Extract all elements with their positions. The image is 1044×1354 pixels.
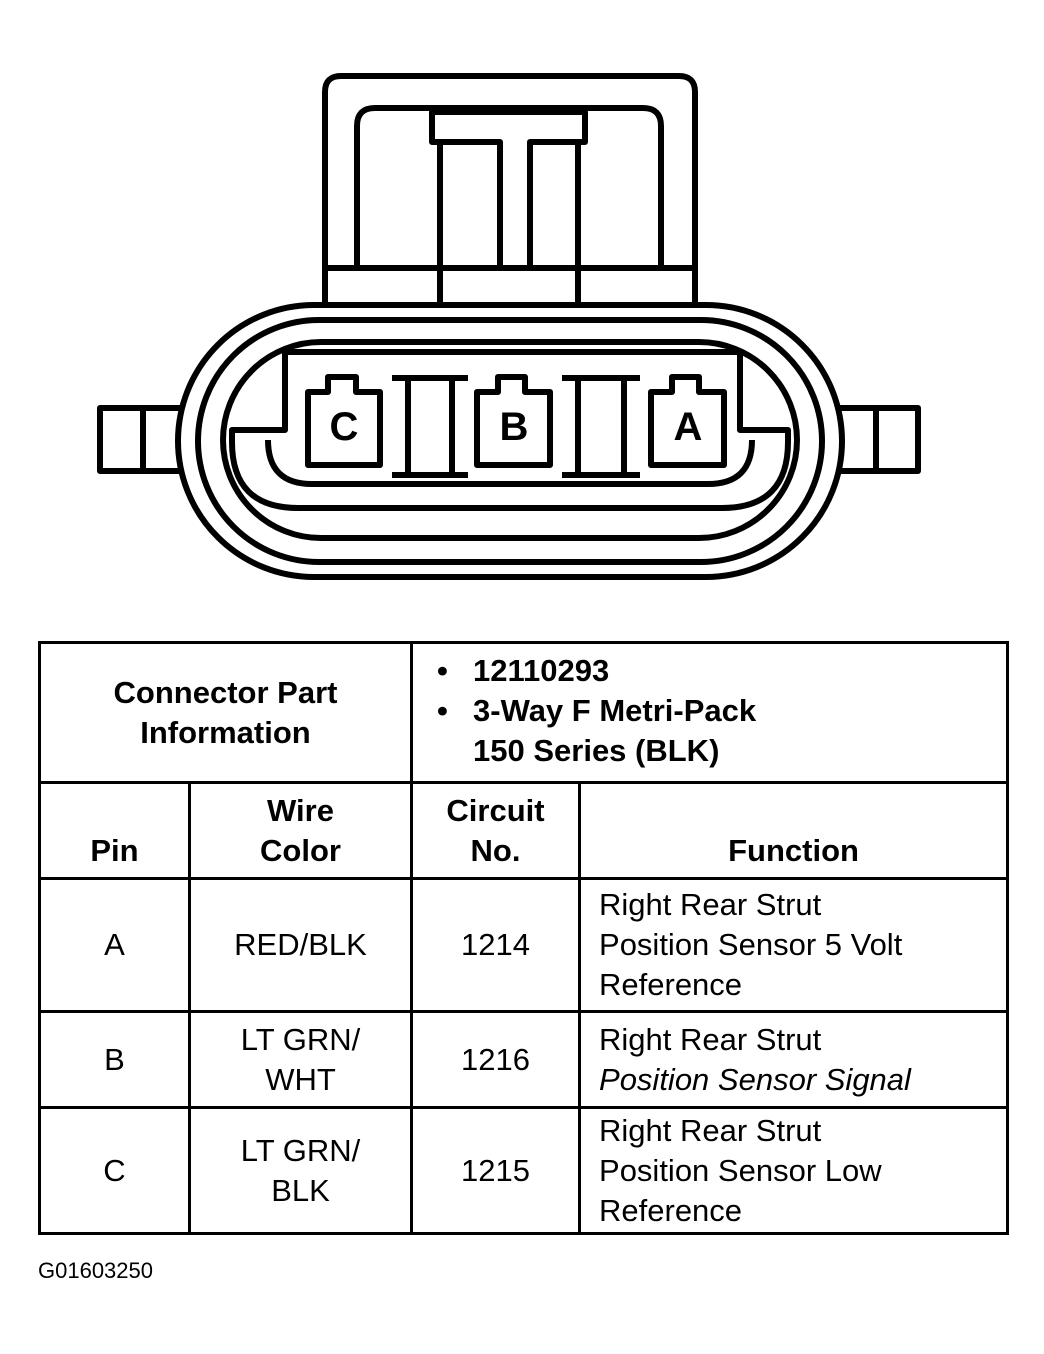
col-header-wire-color: Wire Color [187, 781, 414, 880]
row-a-pin: A [38, 877, 191, 1013]
col-header-circuit: Circuit No. [410, 781, 582, 880]
connector-type: 3-Way F Metri-Pack 150 Series (BLK) [437, 691, 1006, 771]
row-b-function: Right Rear Strut Position Sensor Signal [578, 1010, 1010, 1109]
row-b-pin: B [38, 1010, 191, 1109]
pin-socket-a [648, 374, 727, 468]
row-a-wire-color: RED/BLK [187, 877, 414, 1013]
row-c-wire-color: LT GRN/ BLK [187, 1106, 414, 1235]
table-row: C LT GRN/ BLK 1215 Right Rear Strut Posi… [38, 1106, 1010, 1235]
row-a-function: Right Rear Strut Position Sensor 5 Volt … [578, 877, 1010, 1013]
part-info-values: 12110293 3-Way F Metri-Pack 150 Series (… [410, 641, 1010, 784]
pin-label-c: C [330, 405, 359, 449]
row-c-circuit: 1215 [410, 1106, 582, 1235]
pin-label-a: A [674, 405, 703, 449]
pin-socket-b [474, 374, 553, 468]
row-b-wire-color: LT GRN/ WHT [187, 1010, 414, 1109]
rib-right [562, 375, 640, 478]
table-row: B LT GRN/ WHT 1216 Right Rear Strut Posi… [38, 1010, 1010, 1109]
rib-left [392, 375, 468, 478]
row-a-circuit: 1214 [410, 877, 582, 1013]
row-c-function: Right Rear Strut Position Sensor Low Ref… [578, 1106, 1010, 1235]
table-row: A RED/BLK 1214 Right Rear Strut Position… [38, 877, 1010, 1013]
connector-diagram: C B A [97, 73, 921, 580]
pinout-table: Connector Part Information 12110293 3-Wa… [37, 641, 1010, 1235]
row-c-pin: C [38, 1106, 191, 1235]
connector-body-inner [220, 339, 800, 541]
column-header-row: Pin Wire Color Circuit No. Function [38, 781, 1010, 880]
pin-cavity-floor [265, 439, 755, 487]
part-info-label: Connector Part Information [37, 641, 414, 784]
figure-id: G01603250 [38, 1258, 153, 1283]
connector-body-ring [195, 317, 825, 565]
latch-t-bar [429, 109, 588, 305]
row-b-circuit: 1216 [410, 1010, 582, 1109]
latch-housing-outer [322, 73, 698, 305]
part-info-row: Connector Part Information 12110293 3-Wa… [37, 641, 1010, 784]
col-header-pin: Pin [38, 781, 191, 880]
col-header-function: Function [578, 781, 1010, 880]
pin-label-b: B [500, 405, 529, 449]
pin-cavity [229, 349, 791, 511]
pin-socket-c [305, 374, 383, 468]
part-info-list: 12110293 3-Way F Metri-Pack 150 Series (… [413, 649, 1006, 777]
part-number: 12110293 [437, 651, 1006, 691]
latch-housing-inner [354, 105, 664, 268]
